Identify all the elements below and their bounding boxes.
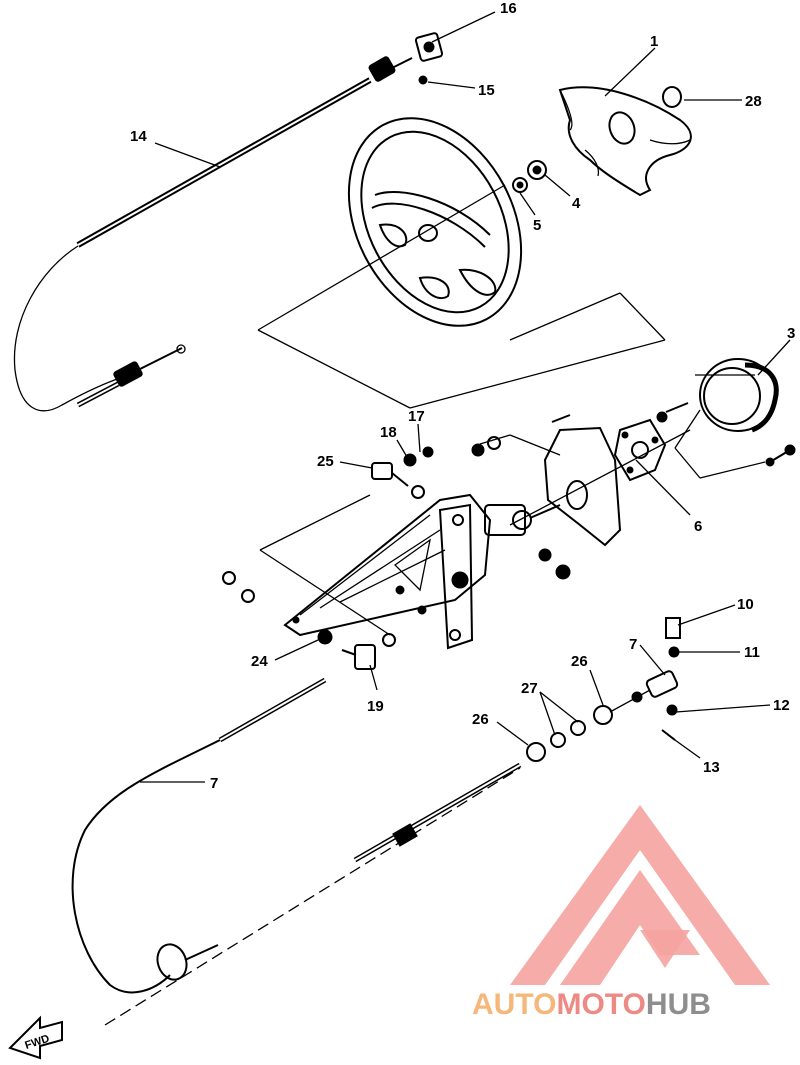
watermark-part2: MOTO [556,988,645,1021]
watermark-text: AUTOMOTOHUB [472,988,711,1021]
parts-24-19 [222,571,396,670]
leader-lines [140,11,791,783]
watermark-part3: HUB [646,988,711,1021]
part-14-speedometer-cable [13,56,413,412]
callout-13: 13 [703,759,720,776]
part-6-mount-plate [471,414,691,547]
fwd-label: FWD [23,1033,51,1052]
callout-19: 19 [367,698,384,715]
callout-18: 18 [380,424,397,441]
callout-7-upper: 7 [629,636,637,653]
callout-10: 10 [737,596,754,613]
control-box-housing [259,493,571,650]
parts-17-18-25 [371,446,434,499]
svg-text:AUTOMOTOHUB: AUTOMOTOHUB [472,988,711,1021]
callout-5: 5 [533,217,541,234]
callout-4: 4 [572,195,581,212]
part-3-hub-ring [656,358,796,479]
callout-14: 14 [130,128,147,145]
callout-27: 27 [521,680,538,697]
callout-17: 17 [408,408,425,425]
callout-12: 12 [773,697,790,714]
callout-7-lower: 7 [210,775,218,792]
callout-26-upper: 26 [571,653,588,670]
callout-1: 1 [650,33,658,50]
callout-3: 3 [787,325,795,342]
part-16-clip [414,32,444,85]
forward-arrow: FWD [8,1015,63,1060]
part-7-throttle-cable [71,617,681,1026]
part-1-steering-cover [558,86,692,197]
callout-25: 25 [317,453,334,470]
callout-6: 6 [694,518,702,535]
steering-wheel [257,117,666,409]
callout-24: 24 [251,653,268,670]
callout-16: 16 [500,0,517,17]
callout-15: 15 [478,82,495,99]
watermark-logo [510,805,770,985]
watermark-part1: AUTO [472,988,556,1021]
callout-labels: 16 15 14 1 28 4 5 3 17 18 25 6 24 19 10 … [130,0,795,792]
callout-28: 28 [745,93,762,110]
callout-26-lower: 26 [472,711,489,728]
callout-11: 11 [744,644,760,661]
